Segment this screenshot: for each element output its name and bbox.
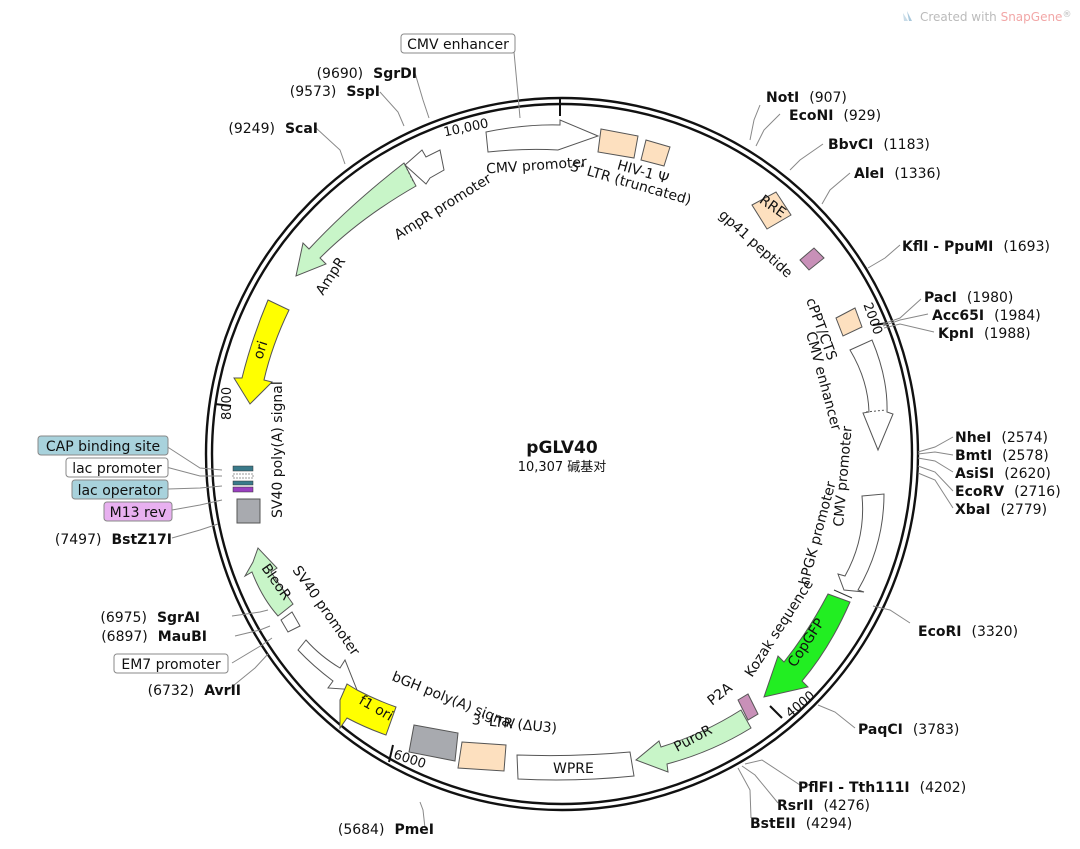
feature-cmv-promoter[interactable]: [485, 119, 600, 153]
feature-ampr[interactable]: [295, 162, 417, 277]
feature-3ltr[interactable]: [457, 741, 507, 772]
feature-puror[interactable]: [635, 709, 752, 773]
site-econi[interactable]: EcoNI(929): [789, 108, 881, 124]
boxed-label-bg: [103, 501, 173, 522]
site-paqci[interactable]: PaqCI(3783): [858, 722, 959, 738]
feature-gp41[interactable]: [799, 247, 825, 271]
backbone-inner: [210, 102, 914, 806]
ampr-junction: [404, 164, 415, 184]
boxed-label-bg: [71, 479, 169, 500]
feature-em7-promoter[interactable]: [280, 611, 301, 633]
feature-hiv1-psi[interactable]: [640, 139, 671, 167]
boxed-label-lac-promoter[interactable]: lac promoter: [65, 457, 169, 478]
feature-f1-ori[interactable]: [339, 683, 397, 736]
feature-rre[interactable]: [751, 191, 792, 230]
site-rsrii[interactable]: RsrII(4276): [777, 798, 870, 814]
site-nhei[interactable]: NheI(2574): [955, 430, 1048, 446]
site-asisi[interactable]: AsiSI(2620): [955, 466, 1051, 482]
tick-label-4000: 4000: [783, 688, 818, 721]
site-kpni[interactable]: KpnI(1988): [938, 326, 1031, 342]
site-alei[interactable]: AleI(1336): [854, 166, 941, 182]
label-3ltr: 3' LTR (ΔU3): [471, 712, 558, 737]
boxed-label-text: CAP binding site: [46, 439, 160, 455]
site-sspi[interactable]: (9573)SspI: [290, 84, 380, 100]
site-avrii[interactable]: (6732)AvrII: [148, 683, 241, 699]
boxed-label-cmv-enhancer[interactable]: CMV enhancer: [400, 33, 516, 54]
site-ecori[interactable]: EcoRI(3320): [918, 624, 1018, 640]
cmv-enhancer-junction: [865, 409, 887, 413]
boxed-label-em7-promoter[interactable]: EM7 promoter: [113, 653, 229, 674]
feature-lac-operator[interactable]: [232, 480, 254, 486]
site-paci[interactable]: PacI(1980): [924, 290, 1013, 306]
label-sv40-polya: SV40 poly(A) signal: [270, 381, 286, 518]
feature-kozak[interactable]: [833, 589, 853, 599]
feature-hpgk-promoter[interactable]: [837, 493, 885, 593]
boxed-label-bg: [37, 435, 169, 456]
tick-label-10000: 10,000: [442, 116, 490, 140]
plasmid-size: 10,307 碱基对: [518, 460, 607, 475]
boxed-label-lac-operator[interactable]: lac operator: [71, 479, 169, 500]
label-sv40-promoter: SV40 promoter: [289, 563, 363, 659]
tick-label-8000: 8000: [220, 387, 235, 420]
feature-lac-promoter[interactable]: [232, 473, 254, 479]
label-cmv-promoter-2: CMV promoter: [831, 425, 856, 527]
feature-cap-binding-site[interactable]: [232, 465, 254, 472]
boxed-label-text: CMV enhancer: [407, 37, 509, 53]
site-pflfi-tth111i[interactable]: PflFI - Tth111I(4202): [798, 780, 966, 796]
site-bsteii[interactable]: BstEII(4294): [750, 816, 852, 832]
feature-bleor[interactable]: [243, 547, 294, 617]
label-p2a: P2A: [705, 680, 736, 709]
boxed-label-cap-binding-site[interactable]: CAP binding site: [37, 435, 169, 456]
site-kfli-ppumi[interactable]: KflI - PpuMI(1693): [902, 239, 1050, 255]
credit-text: Created with SnapGene®: [920, 10, 1071, 24]
feature-sv40-promoter[interactable]: [297, 639, 358, 691]
feature-sv40-polya[interactable]: [236, 498, 261, 524]
boxed-label-bg: [65, 457, 169, 478]
feature-m13-rev[interactable]: [232, 486, 254, 493]
leader-lines: [165, 51, 954, 829]
site-xbai[interactable]: XbaI(2779): [955, 502, 1047, 518]
boxed-label-text: M13 rev: [110, 505, 167, 521]
site-bmti[interactable]: BmtI(2578): [955, 448, 1049, 464]
site-sgrai[interactable]: (6975)SgrAI: [100, 610, 200, 626]
label-wpre: WPRE: [553, 761, 594, 777]
feature-bgh-polya[interactable]: [408, 724, 459, 762]
boxed-label-bg: [113, 653, 229, 674]
site-sgrdi[interactable]: (9690)SgrDI: [317, 66, 417, 82]
label-ori: ori: [251, 339, 272, 361]
feature-wpre[interactable]: [516, 751, 635, 781]
label-cmv-promoter: CMV promoter: [486, 154, 588, 177]
feature-p2a[interactable]: [737, 693, 759, 721]
tick-label-2000: 2000: [860, 301, 885, 337]
feature-copgfp[interactable]: [763, 593, 851, 698]
feature-ori[interactable]: [233, 299, 290, 405]
site-acc65i[interactable]: Acc65I(1984): [932, 308, 1041, 324]
feature-cmv-enhancer-right[interactable]: [849, 339, 894, 452]
site-pmei[interactable]: (5684)PmeI: [338, 822, 434, 838]
feature-ampr-promoter[interactable]: [404, 149, 445, 185]
site-noti[interactable]: NotI(907): [766, 90, 847, 106]
feature-cppt[interactable]: [835, 307, 863, 337]
site-bbvci[interactable]: BbvCI(1183): [828, 137, 930, 153]
boxed-label-m13-rev[interactable]: M13 rev: [103, 501, 173, 522]
site-bstz17i[interactable]: (7497)BstZ17I: [55, 532, 172, 548]
boxed-label-text: lac promoter: [72, 461, 162, 477]
site-scai[interactable]: (9249)ScaI: [228, 121, 318, 137]
feature-5ltr[interactable]: [597, 128, 639, 159]
site-ecorv[interactable]: EcoRV(2716): [955, 484, 1061, 500]
plasmid-name: pGLV40: [526, 438, 598, 458]
boxed-label-bg: [400, 33, 516, 54]
boxed-label-text: lac operator: [78, 483, 163, 499]
site-maubi[interactable]: (6897)MauBI: [101, 629, 207, 645]
snapgene-logo-icon: [903, 11, 912, 21]
boxed-label-text: EM7 promoter: [121, 657, 220, 673]
